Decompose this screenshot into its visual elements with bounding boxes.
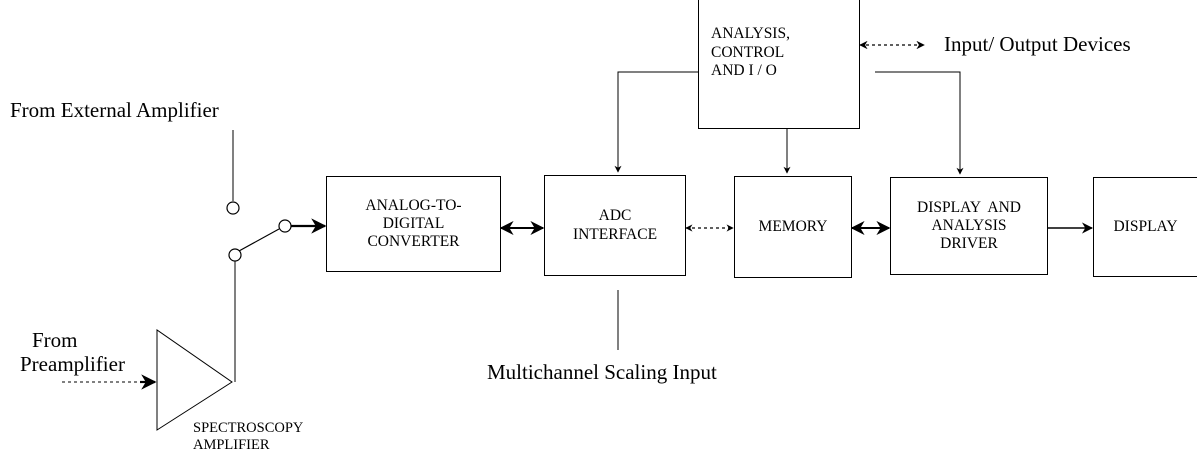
display-driver-block: DISPLAY AND ANALYSIS DRIVER <box>890 177 1048 275</box>
amplifier-label: SPECTROSCOPY AMPLIFIER <box>193 420 303 455</box>
interface-label-line2: INTERFACE <box>572 225 658 243</box>
control-block: ANALYSIS, CONTROL AND I / O <box>698 0 860 129</box>
amplifier-triangle <box>156 329 233 431</box>
io-devices-label: Input/ Output Devices <box>944 32 1131 56</box>
display-label: DISPLAY <box>1113 217 1178 235</box>
driver-label-line1: DISPLAY AND <box>917 198 1021 216</box>
display-block: DISPLAY <box>1093 177 1197 277</box>
adc-block: ANALOG-TO- DIGITAL CONVERTER <box>326 176 501 272</box>
control-to-driver-line <box>875 71 964 175</box>
preamplifier-label: From Preamplifier <box>20 328 125 376</box>
memory-block: MEMORY <box>734 176 852 278</box>
driver-label-line3: DRIVER <box>940 235 998 253</box>
switch-contact-output <box>278 219 292 233</box>
switch-contact-top <box>226 201 240 215</box>
adc-interface-block: ADC INTERFACE <box>544 175 686 276</box>
preamplifier-label-line2: Preamplifier <box>20 351 125 376</box>
interface-label-line1: ADC <box>598 207 632 225</box>
adc-label-line3: CONVERTER <box>367 233 460 251</box>
control-label-line3: AND I / O <box>711 62 777 80</box>
control-label-line2: CONTROL <box>711 43 785 61</box>
preamplifier-label-line1: From <box>32 328 78 352</box>
control-to-interface-line <box>614 71 698 173</box>
adc-label-line1: ANALOG-TO- <box>365 196 462 214</box>
driver-label-line2: ANALYSIS <box>931 216 1007 234</box>
memory-label: MEMORY <box>758 217 828 235</box>
external-amplifier-label: From External Amplifier <box>10 98 219 122</box>
multichannel-scaling-label: Multichannel Scaling Input <box>487 360 717 384</box>
amplifier-label-line1: SPECTROSCOPY <box>193 420 304 436</box>
switch-arm <box>238 228 280 252</box>
adc-label-line2: DIGITAL <box>382 214 445 232</box>
amplifier-label-line2: AMPLIFIER <box>193 437 270 454</box>
control-label-line1: ANALYSIS, <box>711 25 790 42</box>
